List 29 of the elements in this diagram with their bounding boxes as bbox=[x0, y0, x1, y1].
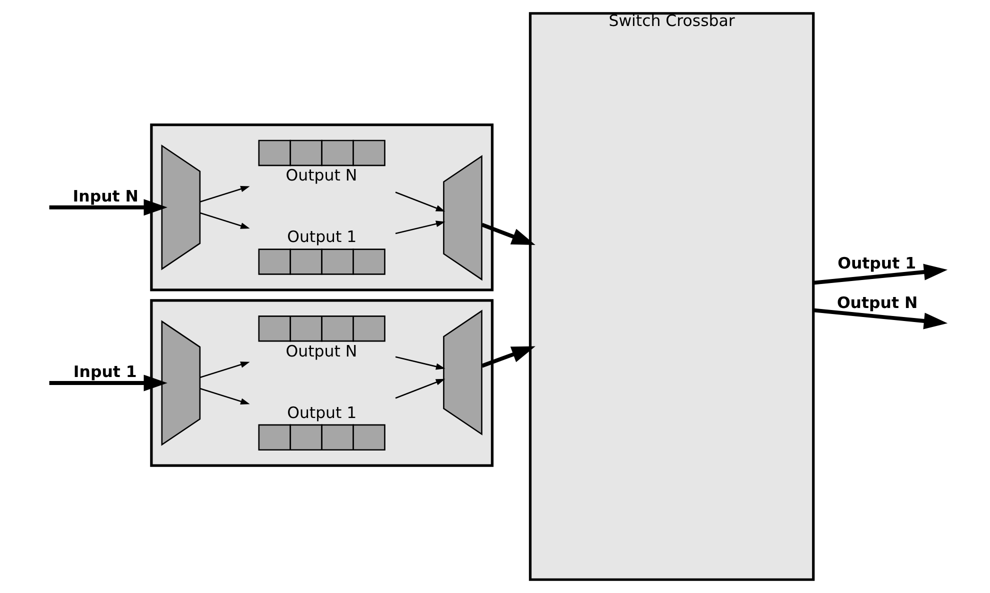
arrow bbox=[394, 192, 445, 212]
arrow bbox=[812, 264, 948, 285]
node-label: Output 1 bbox=[286, 402, 356, 422]
node-trapezoid bbox=[442, 155, 482, 281]
arrow bbox=[812, 308, 948, 330]
arrow bbox=[200, 362, 250, 378]
node-trapezoid bbox=[160, 144, 200, 270]
arrow bbox=[200, 212, 250, 229]
edge-label: Input N bbox=[72, 186, 138, 206]
arrow bbox=[394, 220, 445, 234]
cluster bbox=[150, 299, 494, 467]
edge-label: Output N bbox=[836, 292, 918, 312]
cluster bbox=[150, 123, 494, 292]
arrow bbox=[200, 388, 250, 404]
node-label: Output N bbox=[285, 341, 357, 360]
node-box: Switch Crossbar bbox=[528, 12, 814, 581]
arrow bbox=[48, 374, 167, 392]
node-label: Output N bbox=[285, 166, 357, 185]
node-label: Output 1 bbox=[286, 227, 356, 246]
node-trapezoid bbox=[442, 310, 482, 436]
arrow bbox=[200, 186, 250, 202]
edge-label: Input 1 bbox=[72, 362, 136, 382]
edge-label: Output 1 bbox=[837, 253, 916, 272]
arrow bbox=[480, 222, 535, 246]
arrow bbox=[480, 346, 535, 368]
arrow bbox=[394, 378, 445, 399]
node-trapezoid bbox=[160, 320, 200, 446]
arrow bbox=[48, 199, 167, 216]
arrow bbox=[394, 356, 445, 370]
